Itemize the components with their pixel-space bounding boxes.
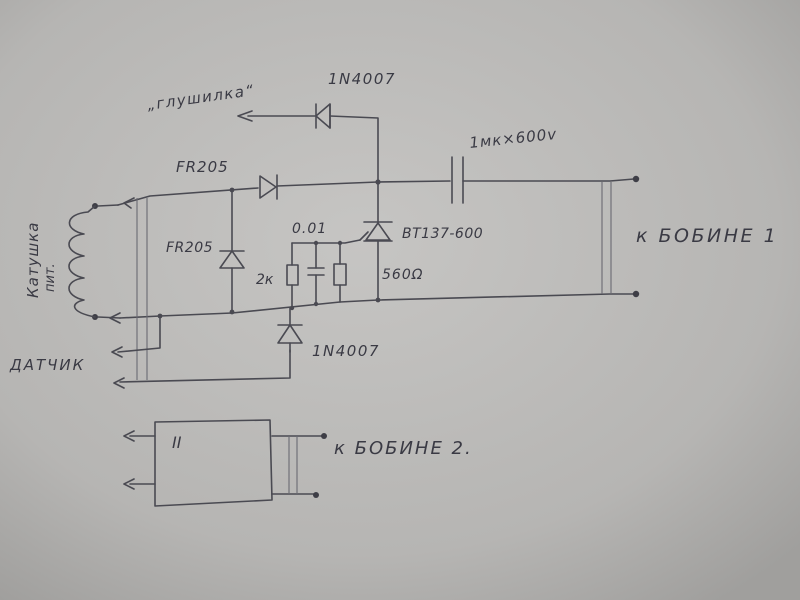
glushilka-arrow: [237, 110, 253, 122]
supply-coil: [68, 203, 121, 320]
module-ii: [123, 419, 327, 507]
diode-fr205-shunt: [219, 187, 245, 315]
triac-bt137-600: [359, 179, 393, 303]
label-module-ii: II: [172, 433, 182, 452]
label-res-right: 560Ω: [382, 267, 423, 283]
label-bobine2: к БОБИНЕ 2.: [334, 438, 473, 459]
arrow-top-left: [123, 197, 135, 209]
resistor-560: [333, 242, 347, 303]
label-bobine1: к БОБИНЕ 1: [636, 225, 778, 247]
label-diode-top: 1N4007: [328, 70, 396, 88]
diode-1n4007-bottom: [277, 307, 303, 353]
label-coil-line1: Катушка: [24, 222, 42, 298]
label-fr205-series: FR205: [176, 158, 229, 176]
terminal-bobine1-top: [632, 175, 640, 183]
label-fr205-shunt: FR205: [166, 240, 213, 256]
capacitor-0-01: [307, 242, 325, 306]
arrow-bottom-left: [109, 312, 121, 324]
label-diode-bottom: 1N4007: [312, 342, 380, 360]
label-datchik: ДАТЧИК: [9, 356, 85, 374]
diode-fr205-series: [259, 174, 278, 200]
label-cap-small: 0.01: [292, 221, 327, 237]
rc-network: [286, 239, 361, 311]
label-res-left: 2к: [256, 272, 274, 288]
label-coil-line2: пит.: [43, 263, 58, 292]
terminal-bobine1-bottom: [632, 290, 640, 298]
glushilka-branch: [237, 103, 379, 181]
capacitor-1uf-600v: [451, 156, 464, 204]
sensor-wiring: [111, 313, 291, 389]
resistor-2k: [286, 242, 299, 309]
label-triac: BT137-600: [402, 226, 483, 242]
